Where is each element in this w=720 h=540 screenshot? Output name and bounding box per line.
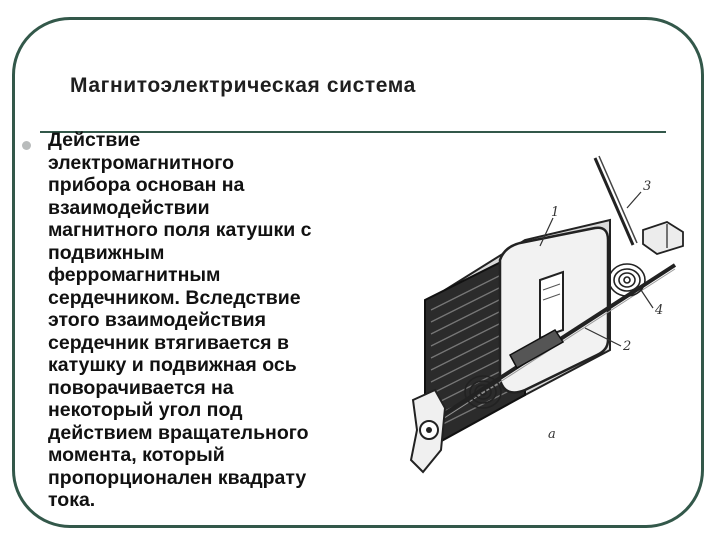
slide-title: Магнитоэлектрическая система	[70, 74, 416, 97]
slide-body-text: Действие электромагнитного прибора основ…	[48, 129, 312, 511]
title-divider	[40, 131, 666, 133]
figure-label-4: 4	[654, 303, 663, 318]
slide-frame	[12, 17, 704, 528]
figure-label-a: а	[548, 427, 556, 442]
figure-label-3: 3	[643, 179, 651, 194]
bullet-icon	[22, 141, 31, 150]
figure-label-2: 2	[622, 339, 631, 354]
electromagnetic-device-illustration: 1 2 3 4 а	[409, 155, 684, 474]
figure-label-1: 1	[551, 205, 559, 220]
